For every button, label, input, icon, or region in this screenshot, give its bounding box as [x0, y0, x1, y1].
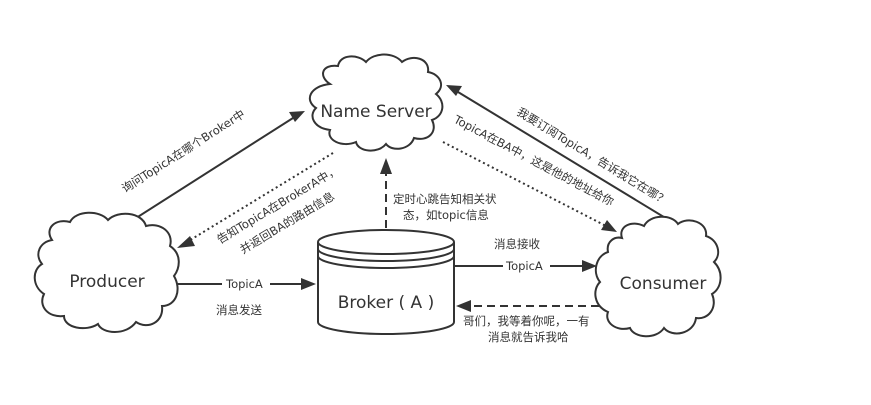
node-label: Name Server: [320, 102, 431, 122]
node-broker[interactable]: Broker ( A ): [317, 229, 455, 335]
edge-label-query-topic: 询问TopicA在哪个Broker中: [119, 107, 247, 196]
edge-consumer-to-broker: 哥们，我等着你呢，一有 消息就告诉我哈: [456, 300, 612, 344]
cylinder-ring: [317, 248, 455, 262]
edge-label-waiting-line1: 哥们，我等着你呢，一有: [463, 314, 590, 328]
edge-line: [121, 117, 294, 228]
node-name-server[interactable]: Name Server: [308, 53, 444, 152]
cloud-shape: [594, 215, 722, 338]
arrowhead-icon: [582, 260, 597, 272]
arrowhead-icon: [177, 236, 195, 248]
arrowhead-icon: [289, 111, 305, 122]
edge-broker-to-nameserver: 定时心跳告知相关状 态，如topic信息: [380, 158, 497, 228]
arrowhead-icon: [601, 220, 617, 232]
edge-nameserver-to-producer: 告知TopicA在BrokerA中， 并返回BA的路由信息: [177, 152, 341, 257]
cylinder-body: [317, 242, 455, 335]
edge-line: [442, 141, 607, 227]
arrowhead-icon: [446, 85, 462, 96]
node-label: Consumer: [620, 274, 707, 294]
node-consumer[interactable]: Consumer: [594, 215, 722, 338]
edge-label-send-message: 消息发送: [216, 303, 262, 317]
cylinder-top: [317, 229, 455, 255]
edge-inline-label-topic: TopicA: [225, 277, 263, 291]
cloud-shape: [33, 211, 180, 333]
edge-producer-to-broker: TopicA 消息发送: [177, 277, 316, 317]
edge-label-receive-message: 消息接收: [494, 237, 540, 251]
edge-label-heartbeat-line2: 态，如topic信息: [403, 208, 489, 222]
edge-label-waiting-line2: 消息就告诉我哈: [488, 330, 569, 344]
edge-line: [186, 152, 334, 243]
cloud-shape: [308, 53, 444, 152]
edge-broker-to-consumer: TopicA 消息接收: [455, 237, 597, 273]
edge-inline-label-topic: TopicA: [505, 259, 543, 273]
node-label: Broker ( A ): [338, 293, 434, 313]
node-label: Producer: [69, 272, 144, 292]
cylinder-ring: [317, 255, 455, 269]
node-producer[interactable]: Producer: [33, 211, 180, 333]
edge-line: [457, 91, 678, 226]
arrowhead-icon: [456, 300, 471, 312]
edge-label-heartbeat-line1: 定时心跳告知相关状: [393, 192, 497, 206]
arrowhead-icon: [301, 278, 316, 290]
arrowhead-icon: [380, 158, 392, 174]
